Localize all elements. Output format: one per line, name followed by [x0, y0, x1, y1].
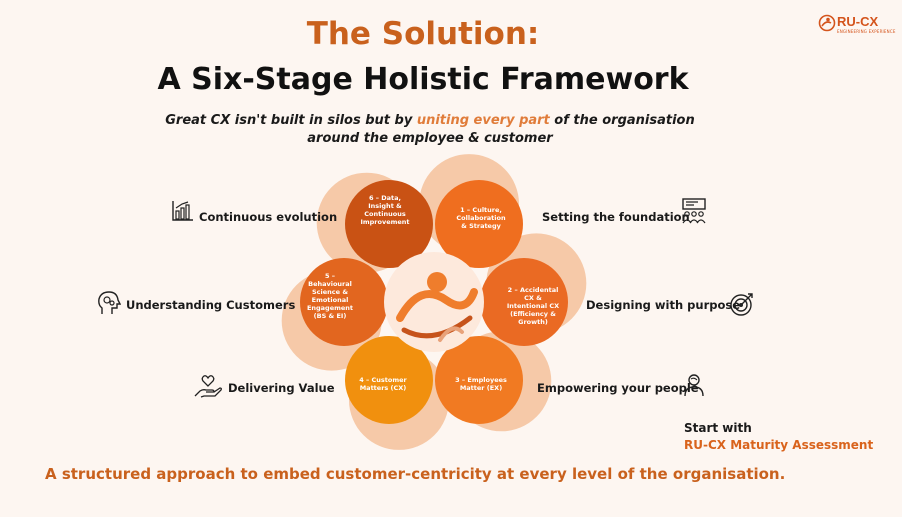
- stage-3-label: 3 – Employees Matter (EX): [455, 376, 507, 392]
- stage-4-label: 4 – Customer Matters (CX): [359, 376, 407, 392]
- brand-logo-icon: [818, 14, 836, 32]
- head-gears-icon: [98, 291, 121, 314]
- brand-tagline: ENGINEERING EXPERIENCE: [837, 29, 896, 34]
- stage-1-circle: [435, 180, 523, 269]
- stage-5-circle: [300, 258, 388, 346]
- label-continuous-evolution: Continuous evolution: [199, 210, 338, 224]
- center-logo-icon: [396, 272, 478, 342]
- label-setting-foundation: Setting the foundation: [542, 210, 690, 224]
- stage-3-circle: [435, 335, 523, 424]
- stage-6-circle: [345, 180, 433, 269]
- stage-1-label: 1 – Culture, Collaboration & Strategy: [456, 206, 506, 230]
- label-empowering-people: Empowering your people: [537, 381, 699, 395]
- cta-intro: Start with: [684, 421, 752, 435]
- stage-5-label: 5 – Behavioural Science & Emotional Enga…: [306, 272, 354, 320]
- heart-hand-icon: [194, 375, 222, 398]
- stage-6-label: 6 – Data, Insight & Continuous Improveme…: [360, 194, 410, 226]
- bar-chart-icon: [172, 201, 193, 221]
- subtitle-line-2: around the employee & customer: [307, 131, 553, 146]
- title-line-2: A Six-Stage Holistic Framework: [157, 62, 689, 97]
- stage-4-circle: [345, 335, 433, 424]
- stage-2-circle: [480, 258, 568, 346]
- footer-tagline: A structured approach to embed customer-…: [45, 465, 786, 483]
- brand-logo-text: RU-CX: [837, 14, 879, 29]
- subtitle: Great CX isn't built in silos but by uni…: [120, 112, 740, 148]
- subtitle-pre: Great CX isn't built in silos but by: [165, 113, 417, 128]
- target-icon: [730, 293, 753, 316]
- label-understanding-customers: Understanding Customers: [126, 298, 296, 312]
- title-line-1: The Solution:: [306, 16, 540, 52]
- label-delivering-value: Delivering Value: [228, 381, 335, 395]
- label-designing-purpose: Designing with purpose: [586, 298, 741, 312]
- subtitle-post: of the organisation: [549, 113, 695, 128]
- team-meeting-icon: [682, 198, 706, 224]
- maturity-assessment-link[interactable]: RU-CX Maturity Assessment: [684, 438, 874, 452]
- stage-2-label: 2 – Accidental CX & Intentional CX (Effi…: [506, 286, 560, 326]
- subtitle-highlight: uniting every part: [416, 113, 550, 128]
- person-icon: [684, 374, 704, 397]
